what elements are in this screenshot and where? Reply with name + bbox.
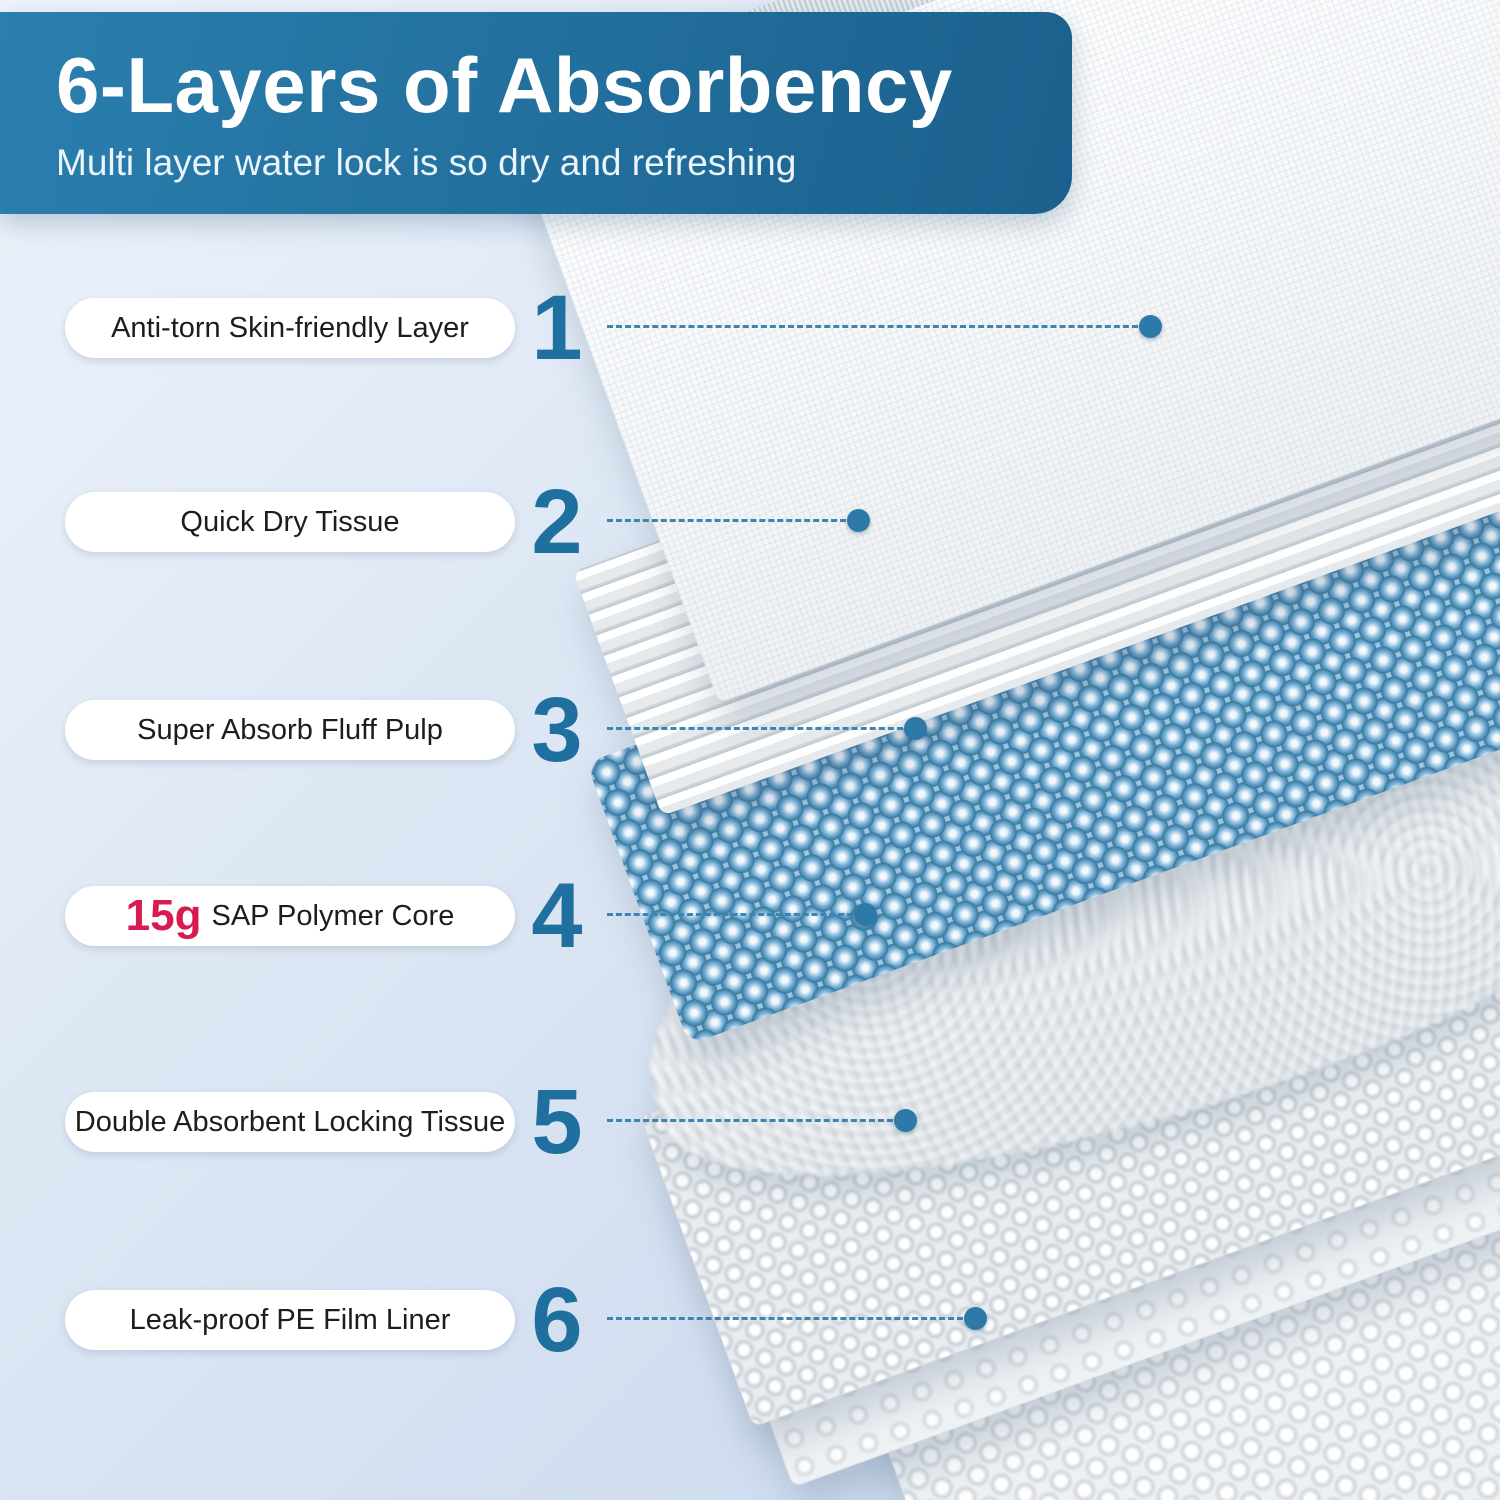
layer-label-pill: Super Absorb Fluff Pulp: [65, 700, 515, 760]
connector-dot: [894, 1109, 917, 1132]
connector-line: [607, 519, 855, 522]
layer-number: 4: [531, 865, 583, 967]
connector-line: [607, 1119, 902, 1122]
layer-label-pill: Quick Dry Tissue: [65, 492, 515, 552]
connector-dot: [904, 717, 927, 740]
layer-label-pill: 15g SAP Polymer Core: [65, 886, 515, 946]
connector-line: [607, 325, 1147, 328]
layer-number: 1: [531, 277, 583, 379]
connector-line: [607, 727, 912, 730]
layer-label-pill: Leak-proof PE Film Liner: [65, 1290, 515, 1350]
layer-callout-4: 15g SAP Polymer Core 4: [0, 865, 1500, 967]
label-highlight-15g: 15g: [125, 891, 202, 940]
label-text: SAP Polymer Core: [211, 899, 455, 932]
page-title: 6-Layers of Absorbency: [56, 41, 953, 129]
label-text: Leak-proof PE Film Liner: [129, 1303, 451, 1336]
layer-callout-5: Double Absorbent Locking Tissue 5: [0, 1071, 1500, 1173]
label-text: Anti-torn Skin-friendly Layer: [111, 311, 469, 344]
label-text: Quick Dry Tissue: [180, 505, 400, 538]
connector-dot: [964, 1307, 987, 1330]
layer-callout-1: Anti-torn Skin-friendly Layer 1: [0, 277, 1500, 379]
layer-number: 2: [531, 471, 583, 573]
label-text: Double Absorbent Locking Tissue: [74, 1105, 506, 1138]
label-text: Super Absorb Fluff Pulp: [137, 713, 443, 746]
page-subtitle: Multi layer water lock is so dry and ref…: [56, 142, 797, 183]
layer-label-pill: Double Absorbent Locking Tissue: [65, 1092, 515, 1152]
layer-callout-2: Quick Dry Tissue 2: [0, 471, 1500, 573]
connector-dot: [1139, 315, 1162, 338]
layer-number: 3: [531, 679, 583, 781]
connector-line: [607, 1317, 972, 1320]
connector-line: [607, 913, 862, 916]
layer-callout-3: Super Absorb Fluff Pulp 3: [0, 679, 1500, 781]
header-banner: 6-Layers of Absorbency Multi layer water…: [0, 12, 1072, 214]
connector-dot: [854, 903, 877, 926]
layer-number: 6: [531, 1269, 583, 1371]
connector-dot: [847, 509, 870, 532]
layer-number: 5: [531, 1071, 583, 1173]
layer-label-pill: Anti-torn Skin-friendly Layer: [65, 298, 515, 358]
layer-callout-6: Leak-proof PE Film Liner 6: [0, 1269, 1500, 1371]
